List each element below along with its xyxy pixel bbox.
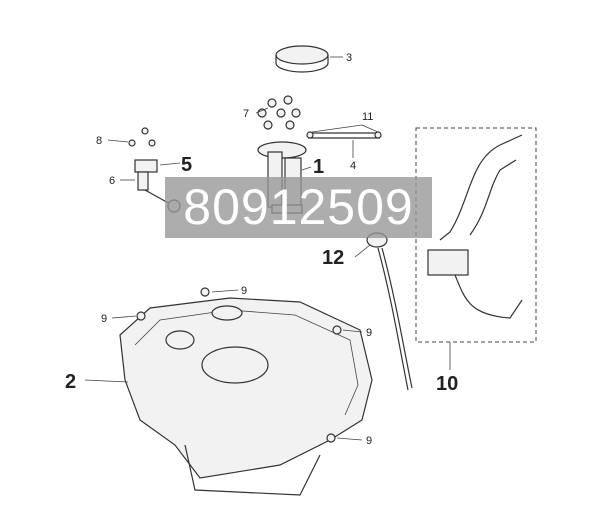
callout-9-left: 9 <box>101 313 107 325</box>
callout-8: 8 <box>96 135 102 147</box>
callout-10: 10 <box>436 373 458 395</box>
fuel-tank <box>119 297 373 496</box>
callout-9-right: 9 <box>366 327 372 339</box>
callout-11: 11 <box>362 111 373 123</box>
watermark-part-number: 80912509 <box>165 177 432 238</box>
hose <box>366 232 413 391</box>
callout-6: 6 <box>109 175 115 187</box>
callout-1: 1 <box>313 156 324 178</box>
vent-pipe <box>306 131 382 139</box>
callout-4: 4 <box>350 160 356 172</box>
filler-assembly <box>415 127 537 343</box>
callout-3: 3 <box>346 52 352 64</box>
callout-9-top: 9 <box>241 285 247 297</box>
callout-5: 5 <box>181 154 192 176</box>
tank-cap <box>275 45 329 73</box>
screws-9 <box>136 287 342 443</box>
bolts-group-7 <box>257 95 301 130</box>
leader-lines <box>84 56 451 441</box>
callout-2: 2 <box>65 371 76 393</box>
callout-12: 12 <box>322 247 344 269</box>
callout-7: 7 <box>243 108 249 120</box>
callout-9-bottom: 9 <box>366 435 372 447</box>
